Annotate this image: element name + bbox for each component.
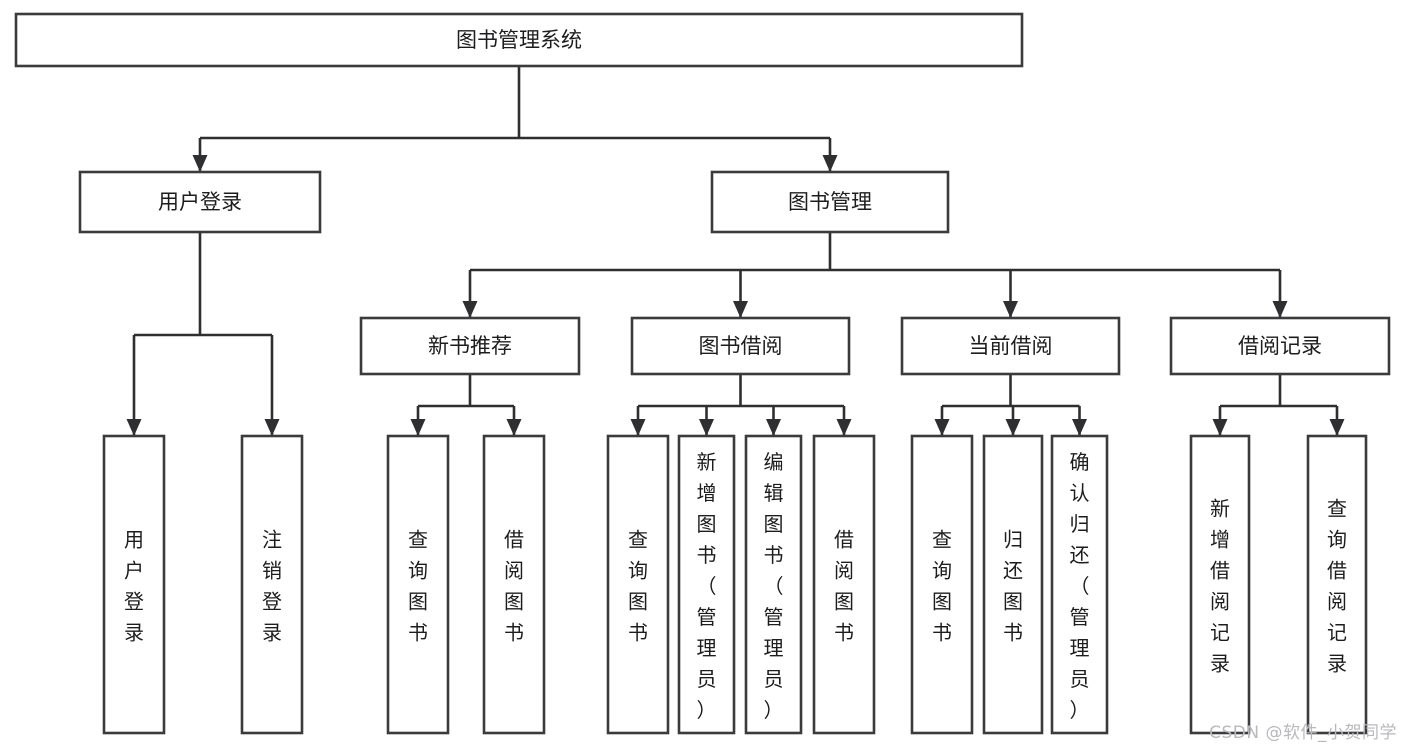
connector-arrowhead [1329,419,1345,436]
node-label-book-manage: 图书管理 [788,190,872,214]
node-box-leaf-add-record [1189,434,1251,735]
node-box-leaf-query-book-2 [606,434,670,735]
connector-arrowhead [822,155,838,172]
node-box-leaf-user-login [102,434,166,735]
node-label-leaf-query-record: 查询借阅记录 [1327,497,1347,676]
node-label-leaf-query-book-1: 查询图书 [408,528,428,645]
connector-arrowhead [733,301,748,318]
node-box-new-book-rec [359,316,581,376]
node-label-user-login: 用户登录 [158,190,242,214]
node-current-borrow[interactable]: 当前借阅 [900,316,1121,376]
edge-group-borrow-record [1212,374,1345,436]
node-label-leaf-borrow-book-1: 借阅图书 [504,528,524,645]
node-box-book-borrow [630,316,851,376]
node-borrow-record[interactable]: 借阅记录 [1169,316,1391,376]
node-book-manage[interactable]: 图书管理 [710,170,950,234]
node-user-login[interactable]: 用户登录 [78,170,322,234]
node-leaf-edit-book[interactable]: 编辑图书（管理员） [744,434,803,735]
node-layer: 图书管理系统用户登录图书管理新书推荐图书借阅当前借阅借阅记录用户登录注销登录查询… [14,12,1391,735]
node-box-leaf-confirm-return [1050,434,1109,735]
edge-group-book-manage [462,232,1288,318]
node-leaf-user-login[interactable]: 用户登录 [102,434,166,735]
node-box-book-manage [710,170,950,234]
connector-arrowhead [410,419,426,436]
node-box-current-borrow [900,316,1121,376]
node-leaf-query-book-1[interactable]: 查询图书 [386,434,450,735]
node-new-book-rec[interactable]: 新书推荐 [359,316,581,376]
node-label-borrow-record: 借阅记录 [1238,334,1322,358]
connector-layer [126,66,1345,436]
node-leaf-return-book[interactable]: 归还图书 [982,434,1044,735]
node-leaf-query-record[interactable]: 查询借阅记录 [1306,434,1368,735]
connector-arrowhead [766,419,781,436]
node-box-leaf-add-book [677,434,736,735]
node-label-current-borrow: 当前借阅 [969,334,1053,358]
connector-arrowhead [462,301,478,318]
node-label-leaf-edit-book: 编辑图书（管理员） [764,450,784,722]
node-box-root [14,12,1024,68]
connector-arrowhead [699,419,714,436]
node-leaf-borrow-book-2[interactable]: 借阅图书 [812,434,876,735]
node-box-leaf-query-book-3 [910,434,974,735]
connector-arrowhead [126,419,142,436]
node-box-leaf-logout [240,434,304,735]
node-leaf-query-book-3[interactable]: 查询图书 [910,434,974,735]
csdn-watermark: CSDN @软件_小贺同学 [1209,723,1397,743]
node-box-user-login [78,170,322,234]
node-box-leaf-edit-book [744,434,803,735]
node-box-borrow-record [1169,316,1391,376]
connector-arrowhead [630,419,646,436]
connector-arrowhead [934,419,950,436]
edge-group-book-borrow [630,374,852,436]
connector-arrowhead [836,419,852,436]
node-label-book-borrow: 图书借阅 [699,334,783,358]
node-box-leaf-query-book-1 [386,434,450,735]
node-label-leaf-user-login: 用户登录 [124,528,144,645]
node-label-leaf-return-book: 归还图书 [1003,528,1023,645]
connector-arrowhead [1003,301,1018,318]
node-label-leaf-query-book-3: 查询图书 [932,528,952,645]
node-box-leaf-query-record [1306,434,1368,735]
connector-arrowhead [1072,419,1087,436]
connector-arrowhead [1212,419,1228,436]
node-leaf-confirm-return[interactable]: 确认归还（管理员） [1050,434,1109,735]
edge-group-user-login [126,232,280,436]
node-box-leaf-borrow-book-2 [812,434,876,735]
node-leaf-query-book-2[interactable]: 查询图书 [606,434,670,735]
node-box-leaf-borrow-book-1 [482,434,546,735]
node-box-leaf-return-book [982,434,1044,735]
node-label-leaf-confirm-return: 确认归还（管理员） [1070,450,1090,722]
edge-group-root [192,66,838,172]
connector-arrowhead [506,419,522,436]
node-leaf-add-record[interactable]: 新增借阅记录 [1189,434,1251,735]
node-label-leaf-add-book: 新增图书（管理员） [697,450,717,722]
node-leaf-logout[interactable]: 注销登录 [240,434,304,735]
connector-arrowhead [192,155,208,172]
node-label-leaf-borrow-book-2: 借阅图书 [834,528,854,645]
node-leaf-add-book[interactable]: 新增图书（管理员） [677,434,736,735]
edge-group-new-book-rec [410,374,522,436]
edge-group-current-borrow [934,374,1087,436]
node-label-leaf-query-book-2: 查询图书 [628,528,648,645]
connector-arrowhead [1005,419,1021,436]
connector-arrowhead [1272,301,1288,318]
node-label-root: 图书管理系统 [456,28,582,52]
node-label-leaf-add-record: 新增借阅记录 [1210,497,1230,676]
node-label-new-book-rec: 新书推荐 [428,334,512,358]
node-book-borrow[interactable]: 图书借阅 [630,316,851,376]
connector-arrowhead [264,419,280,436]
node-label-leaf-logout: 注销登录 [262,528,282,645]
node-leaf-borrow-book-1[interactable]: 借阅图书 [482,434,546,735]
node-root[interactable]: 图书管理系统 [14,12,1024,68]
